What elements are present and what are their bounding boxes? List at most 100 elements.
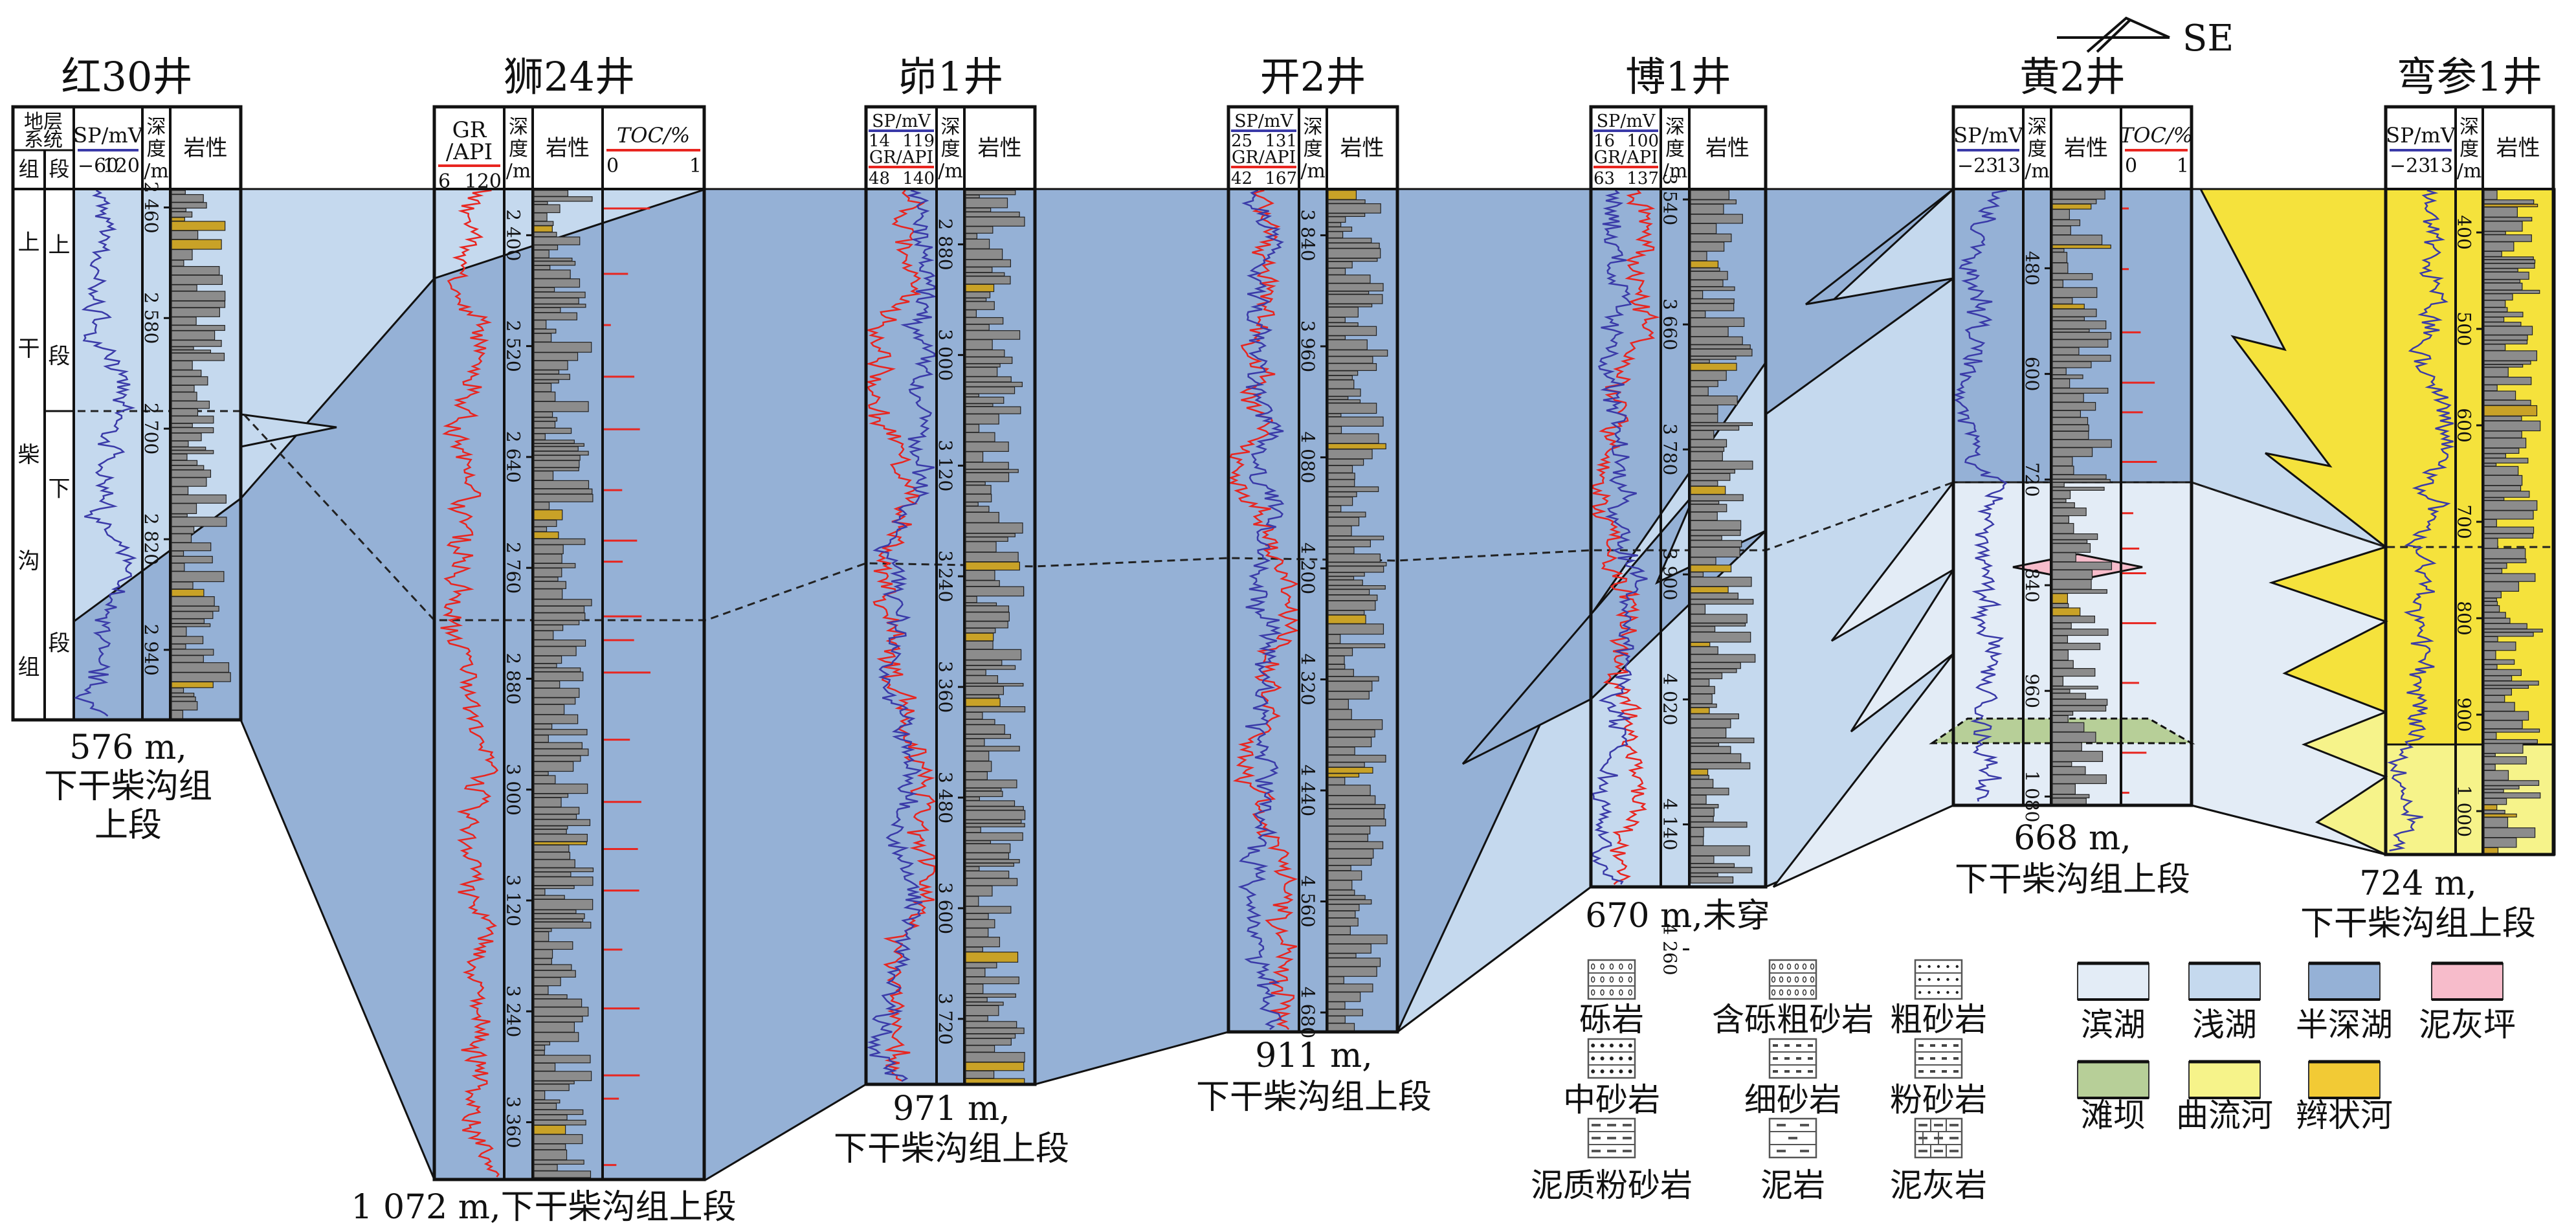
lithology-bar	[171, 446, 206, 451]
legend-lithology-silt: 粉砂岩	[1890, 1038, 1987, 1119]
swatch-dash	[1623, 1124, 1632, 1126]
swatch-dash	[1623, 1150, 1632, 1152]
lithology-bar	[1327, 983, 1373, 992]
lithology-bar	[1327, 554, 1381, 563]
swatch-grain	[1771, 989, 1776, 996]
lithology-bar	[1327, 449, 1373, 460]
swatch-dash	[1934, 1150, 1943, 1152]
toc-scale-min: 0	[606, 155, 619, 177]
lithology-bar	[2483, 558, 2527, 563]
lithology-bar	[2052, 766, 2086, 775]
lithology-bar	[171, 517, 227, 527]
lithology-bar	[965, 870, 1010, 879]
lithology-bar	[965, 462, 1009, 470]
lithology-bar	[533, 910, 577, 914]
lithology-bar	[1327, 306, 1359, 318]
swatch-grain	[1810, 976, 1815, 983]
lithology-bar	[965, 394, 979, 397]
lithology-bar	[965, 216, 1025, 227]
lithology-bar	[1690, 355, 1737, 360]
lithology-bar	[1327, 808, 1384, 820]
legend-facies-label: 辫状河	[2296, 1097, 2393, 1134]
lithology-bar	[1327, 664, 1346, 670]
lithology-bar	[171, 352, 225, 361]
gr-header-label: GR/API	[1593, 148, 1658, 168]
lithology-bar	[2483, 289, 2540, 294]
depth-header-part: 度	[2028, 138, 2047, 161]
lithology-bar	[171, 190, 186, 195]
lithology-bar	[965, 724, 1005, 735]
lithology-bar	[533, 985, 549, 995]
lithology-bar	[2483, 340, 2528, 344]
lithology-bar	[2483, 231, 2506, 235]
lithology-bar	[1690, 286, 1735, 291]
lithology-bar	[2483, 618, 2511, 624]
lithology-bar	[2483, 416, 2522, 421]
lithology-bar	[2483, 234, 2532, 242]
lithology-bar	[965, 469, 1019, 473]
depth-header-part: 度	[147, 138, 166, 161]
depth-tick-label: 600	[2454, 408, 2475, 442]
depth-tick-label: 3 960	[1297, 320, 1318, 372]
swatch-grain	[1808, 1044, 1813, 1047]
lithology-bar	[1690, 380, 1718, 387]
lithology-bar	[965, 997, 988, 1003]
lithology-bar	[965, 596, 977, 603]
lithology-bar	[1690, 719, 1731, 728]
lithology-bar	[2483, 405, 2538, 417]
lithology-bar	[2483, 636, 2498, 642]
lithology-header-label: 岩性	[978, 135, 1022, 161]
lithology-bar	[965, 522, 1023, 534]
legend-facies-item: 滩坝	[2077, 1060, 2149, 1134]
legend-facies-label: 曲流河	[2176, 1097, 2273, 1134]
lithology-bar	[1327, 1015, 1346, 1023]
well-name: 开2井	[1260, 53, 1366, 100]
lithology-bar	[1690, 520, 1742, 531]
lithology-bar	[533, 1041, 551, 1046]
lithology-bar	[533, 667, 581, 673]
lithology-bar	[965, 194, 980, 199]
lithology-bar	[1327, 479, 1355, 487]
lithology-bar	[965, 502, 979, 507]
lithology-bar	[1690, 317, 1745, 328]
lithology-bar	[533, 859, 575, 868]
lithology-bar	[1327, 709, 1352, 720]
swatch-dash	[1949, 1150, 1959, 1152]
swatch-grain	[1955, 965, 1959, 968]
swatch-grain	[1942, 1044, 1947, 1047]
lithology-bar	[533, 467, 579, 471]
swatch-grain	[1942, 1057, 1947, 1060]
swatch-grain	[1955, 978, 1959, 981]
lithology-bar	[171, 688, 184, 693]
well-header-bg	[2386, 107, 2553, 189]
lithology-bar	[965, 779, 1017, 788]
lithology-bar	[533, 488, 593, 495]
lithology-bar	[1327, 699, 1349, 710]
sp-scale-min: 16	[1593, 131, 1615, 151]
lithology-bar	[533, 688, 580, 698]
lithology-bar	[2483, 350, 2538, 361]
lithology-bar	[2483, 827, 2536, 838]
lithology-bar	[2483, 463, 2497, 467]
swatch-grain	[1946, 978, 1949, 981]
lithology-bar	[2052, 705, 2107, 712]
lithology-bar	[2483, 326, 2533, 335]
lithology-bar	[2052, 482, 2065, 487]
lithology-bar	[533, 844, 570, 853]
depth-header-part: /m	[144, 160, 169, 183]
lithology-bar	[1327, 258, 1378, 262]
lithology-bar	[965, 259, 1012, 267]
lithology-bar	[171, 340, 222, 347]
gr-header-unit: /API	[446, 139, 493, 165]
lithology-bar	[2483, 438, 2527, 449]
depth-tick-label: 3 000	[935, 329, 956, 381]
lithology-bar	[533, 383, 552, 392]
lithology-bar	[533, 671, 584, 682]
sp-scale-min: 14	[869, 131, 890, 151]
lithology-bar	[2483, 732, 2497, 740]
lithology-bar	[533, 807, 580, 815]
lithology-bar	[1690, 540, 1742, 548]
lithology-bar	[1327, 535, 1384, 541]
well-thickness-note: 下干柴沟组上段	[834, 1130, 1069, 1168]
lithology-bar	[2052, 508, 2087, 517]
